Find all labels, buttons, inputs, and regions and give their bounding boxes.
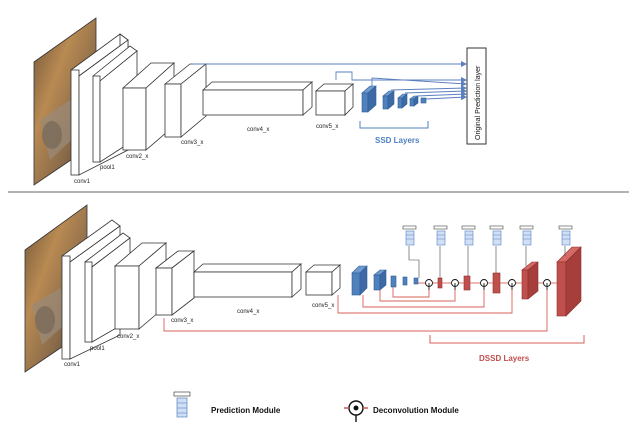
label-conv5-bottom: conv5_x — [312, 303, 334, 309]
conv3-block-bottom — [154, 250, 196, 316]
ssd-arrows — [193, 61, 467, 101]
conv4-block-bottom — [192, 263, 303, 298]
legend-deconvolution-module: Deconvolution Module — [373, 406, 459, 415]
ssd-network — [33, 17, 487, 186]
ssd-bracket — [359, 121, 429, 129]
label-conv1-bottom: conv1 — [64, 362, 81, 368]
prediction-connectors — [408, 246, 566, 278]
label-conv3-top: conv3_x — [181, 140, 203, 146]
conv5-block-bottom — [304, 264, 342, 296]
legend-prediction-module: Prediction Module — [211, 406, 281, 415]
ssd-layers-label: SSD Layers — [375, 136, 420, 145]
prediction-layer-box — [466, 47, 487, 145]
ssd-layers-blocks — [361, 85, 427, 113]
dssd-skip-connections — [163, 282, 557, 332]
dssd-network — [24, 204, 585, 373]
deconvolution-module-icon — [344, 400, 368, 422]
prediction-layer-label: Original Prediction layer — [475, 65, 482, 140]
label-conv1-top: conv1 — [74, 179, 91, 185]
label-conv4-top: conv4_x — [247, 127, 269, 133]
label-conv5-top: conv5_x — [316, 124, 338, 130]
label-conv2-top: conv2_x — [126, 154, 148, 160]
prediction-module-icon — [173, 391, 191, 418]
label-conv2-bottom: conv2_x — [117, 334, 139, 340]
label-pool1-bottom: pool1 — [90, 346, 105, 352]
dssd-layers-label: DSSD Layers — [479, 354, 530, 363]
conv4-block-top — [201, 81, 314, 116]
conv5-block-top — [314, 83, 355, 116]
dssd-bracket — [429, 335, 585, 344]
label-conv3-bottom: conv3_x — [171, 318, 193, 324]
dssd-red-blocks — [437, 246, 582, 317]
label-pool1-top: pool1 — [100, 165, 115, 171]
legend: Prediction Module Deconvolution Module — [173, 391, 459, 422]
label-conv4-bottom: conv4_x — [237, 309, 259, 315]
dssd-blue-blocks — [351, 265, 419, 296]
conv3-block-top — [163, 63, 208, 138]
prediction-modules — [402, 225, 573, 246]
deconv-nodes — [425, 279, 551, 290]
